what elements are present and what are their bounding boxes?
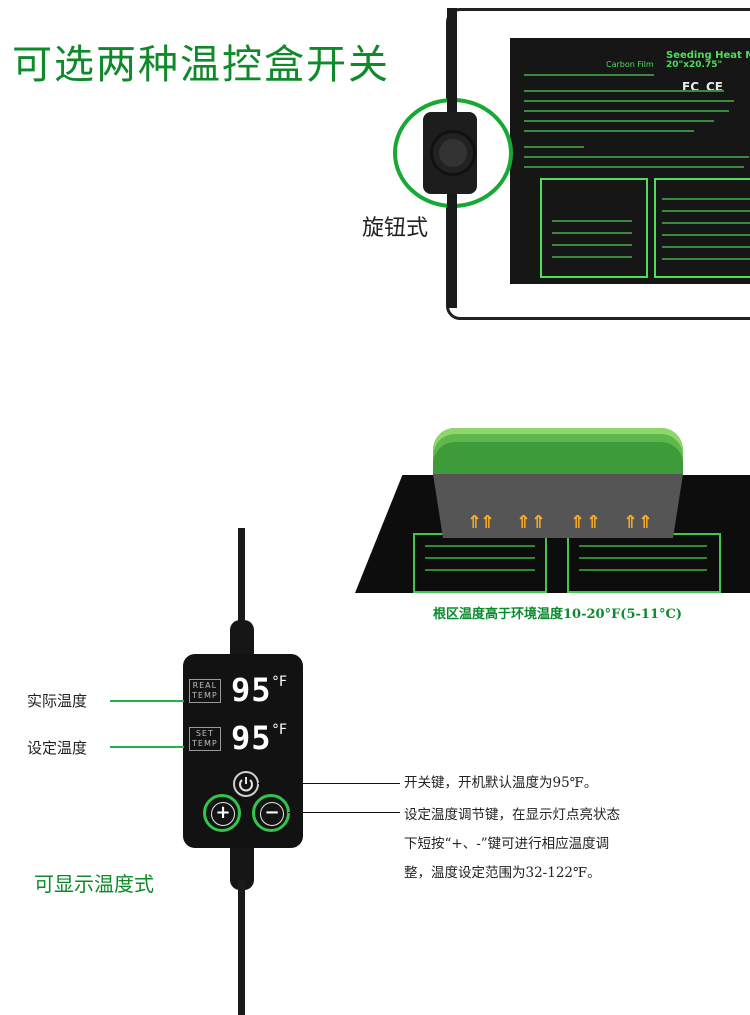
power-cable-bottom (238, 880, 245, 1015)
mat-text-line (524, 146, 584, 148)
adjust-note-line-1: 设定温度调节键，在显示灯点亮状态 (404, 807, 620, 823)
real-temp-display: 95 (231, 671, 272, 709)
display-type-label: 可显示温度式 (34, 872, 154, 896)
mat-text-line (524, 110, 729, 112)
plus-button[interactable]: + (203, 794, 241, 832)
mat-text-line (524, 156, 749, 158)
heat-arrow-icon: ⇑ (480, 512, 496, 533)
heat-arrow-icon: ⇑ (623, 512, 639, 533)
germination-chart-box (654, 178, 750, 278)
power-icon (239, 777, 253, 792)
heat-arrow-icon: ⇑ (638, 512, 654, 533)
set-temp-display: 95 (231, 719, 272, 757)
power-button[interactable] (233, 771, 259, 797)
minus-icon: − (260, 802, 284, 826)
mat-box-left (413, 533, 547, 593)
heat-arrow-icon: ⇑ (467, 512, 483, 533)
microgreens-image (433, 428, 683, 478)
root-zone-note: 根区温度高于环境温度10-20°F(5-11°C) (433, 607, 682, 622)
minus-button[interactable]: − (252, 794, 290, 832)
actual-temp-pointer (110, 700, 184, 702)
mat-text-line (524, 100, 734, 102)
heat-arrow-icon: ⇑ (516, 512, 532, 533)
adjust-note-line-2: 下短按“+、-”键可进行相应温度调 (404, 836, 610, 852)
mat-film-label: Carbon Film (606, 60, 654, 69)
heat-arrow-icon: ⇑ (531, 512, 547, 533)
actual-temp-label: 实际温度 (27, 692, 88, 710)
real-temp-unit: °F (272, 674, 288, 690)
mat-text-line (524, 90, 724, 92)
adjust-note-line-3: 整，温度设定范围为32-122℉。 (404, 865, 601, 881)
mat-size: 20"x20.75" (666, 60, 723, 70)
cable-strain-relief-top (230, 620, 254, 660)
knob-dial-icon (430, 130, 476, 176)
knob-type-label: 旋钮式 (362, 216, 429, 241)
adjust-pointer (288, 812, 400, 813)
set-temp-pointer (110, 746, 184, 748)
power-pointer (258, 783, 400, 784)
mat-box-right (567, 533, 721, 593)
germination-days-box (540, 178, 648, 278)
mat-text-line (524, 74, 654, 76)
power-cable-top (238, 528, 245, 628)
heat-mat-image: Carbon Film Seeding Heat M 20"x20.75" FC… (510, 38, 750, 284)
mat-title: Seeding Heat M (666, 50, 750, 61)
seedling-tray (433, 474, 683, 538)
plus-icon: + (211, 802, 235, 826)
mat-text-line (524, 166, 744, 168)
heat-arrow-icon: ⇑ (586, 512, 602, 533)
heat-arrow-icon: ⇑ (570, 512, 586, 533)
set-temp-label: 设定温度 (27, 739, 88, 757)
set-temp-unit: °F (272, 722, 288, 738)
headline: 可选两种温控盒开关 (12, 42, 390, 88)
mat-text-line (524, 120, 714, 122)
mat-text-line (524, 130, 694, 132)
power-note: 开关键，开机默认温度为95℉。 (404, 775, 598, 791)
